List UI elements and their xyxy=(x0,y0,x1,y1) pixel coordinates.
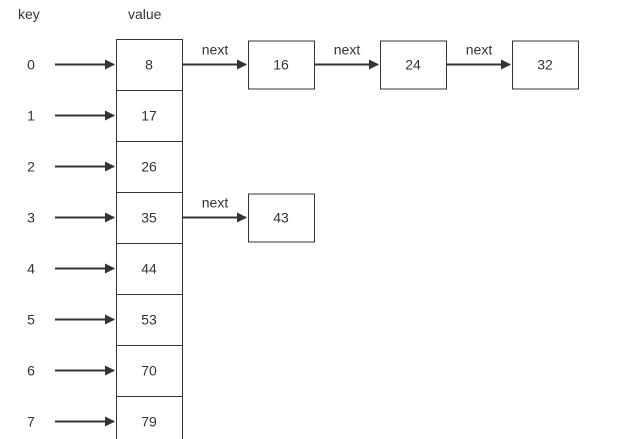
chain-node-value: 16 xyxy=(273,57,289,73)
chain-node-group: next 43 xyxy=(182,193,315,243)
linked-chains: next 16 next 24 next 32 next 43 xyxy=(182,40,579,243)
value-label: 53 xyxy=(141,312,157,328)
key-label: 3 xyxy=(27,210,35,226)
chain-node xyxy=(512,40,579,90)
chain-node-value: 43 xyxy=(273,210,289,226)
next-label: next xyxy=(334,42,361,58)
next-label: next xyxy=(202,195,229,211)
next-label: next xyxy=(466,42,493,58)
value-cell xyxy=(116,396,183,439)
hash-row: 2 26 xyxy=(27,141,183,193)
value-cell xyxy=(116,345,183,397)
value-label: 17 xyxy=(141,108,157,124)
value-label: 44 xyxy=(141,261,157,277)
key-label: 6 xyxy=(27,363,35,379)
value-cell xyxy=(116,192,183,244)
key-label: 0 xyxy=(27,57,35,73)
value-label: 35 xyxy=(141,210,157,226)
hash-row: 5 53 xyxy=(27,294,183,346)
chain-node-value: 32 xyxy=(537,57,553,73)
hash-row: 6 70 xyxy=(27,345,183,397)
key-label: 1 xyxy=(27,108,35,124)
value-column-header: value xyxy=(128,6,162,22)
value-label: 79 xyxy=(141,414,157,430)
value-cell xyxy=(116,294,183,346)
key-label: 5 xyxy=(27,312,35,328)
hash-row: 1 17 xyxy=(27,90,183,142)
next-label: next xyxy=(202,42,229,58)
chain-node-value: 24 xyxy=(405,57,421,73)
hash-row: 3 35 xyxy=(27,192,183,244)
chain-node xyxy=(248,193,315,243)
chain-node-group: next 16 xyxy=(182,40,315,90)
value-label: 8 xyxy=(145,57,153,73)
value-cell xyxy=(116,243,183,295)
value-cell xyxy=(116,90,183,142)
chain-node-group: next 24 xyxy=(314,40,447,90)
value-label: 26 xyxy=(141,159,157,175)
key-column-header: key xyxy=(18,6,40,22)
chain-node-group: next 32 xyxy=(446,40,579,90)
value-cell xyxy=(116,141,183,193)
key-label: 7 xyxy=(27,414,35,430)
key-label: 4 xyxy=(27,261,35,277)
value-label: 70 xyxy=(141,363,157,379)
key-label: 2 xyxy=(27,159,35,175)
hash-row: 7 79 xyxy=(27,396,183,439)
